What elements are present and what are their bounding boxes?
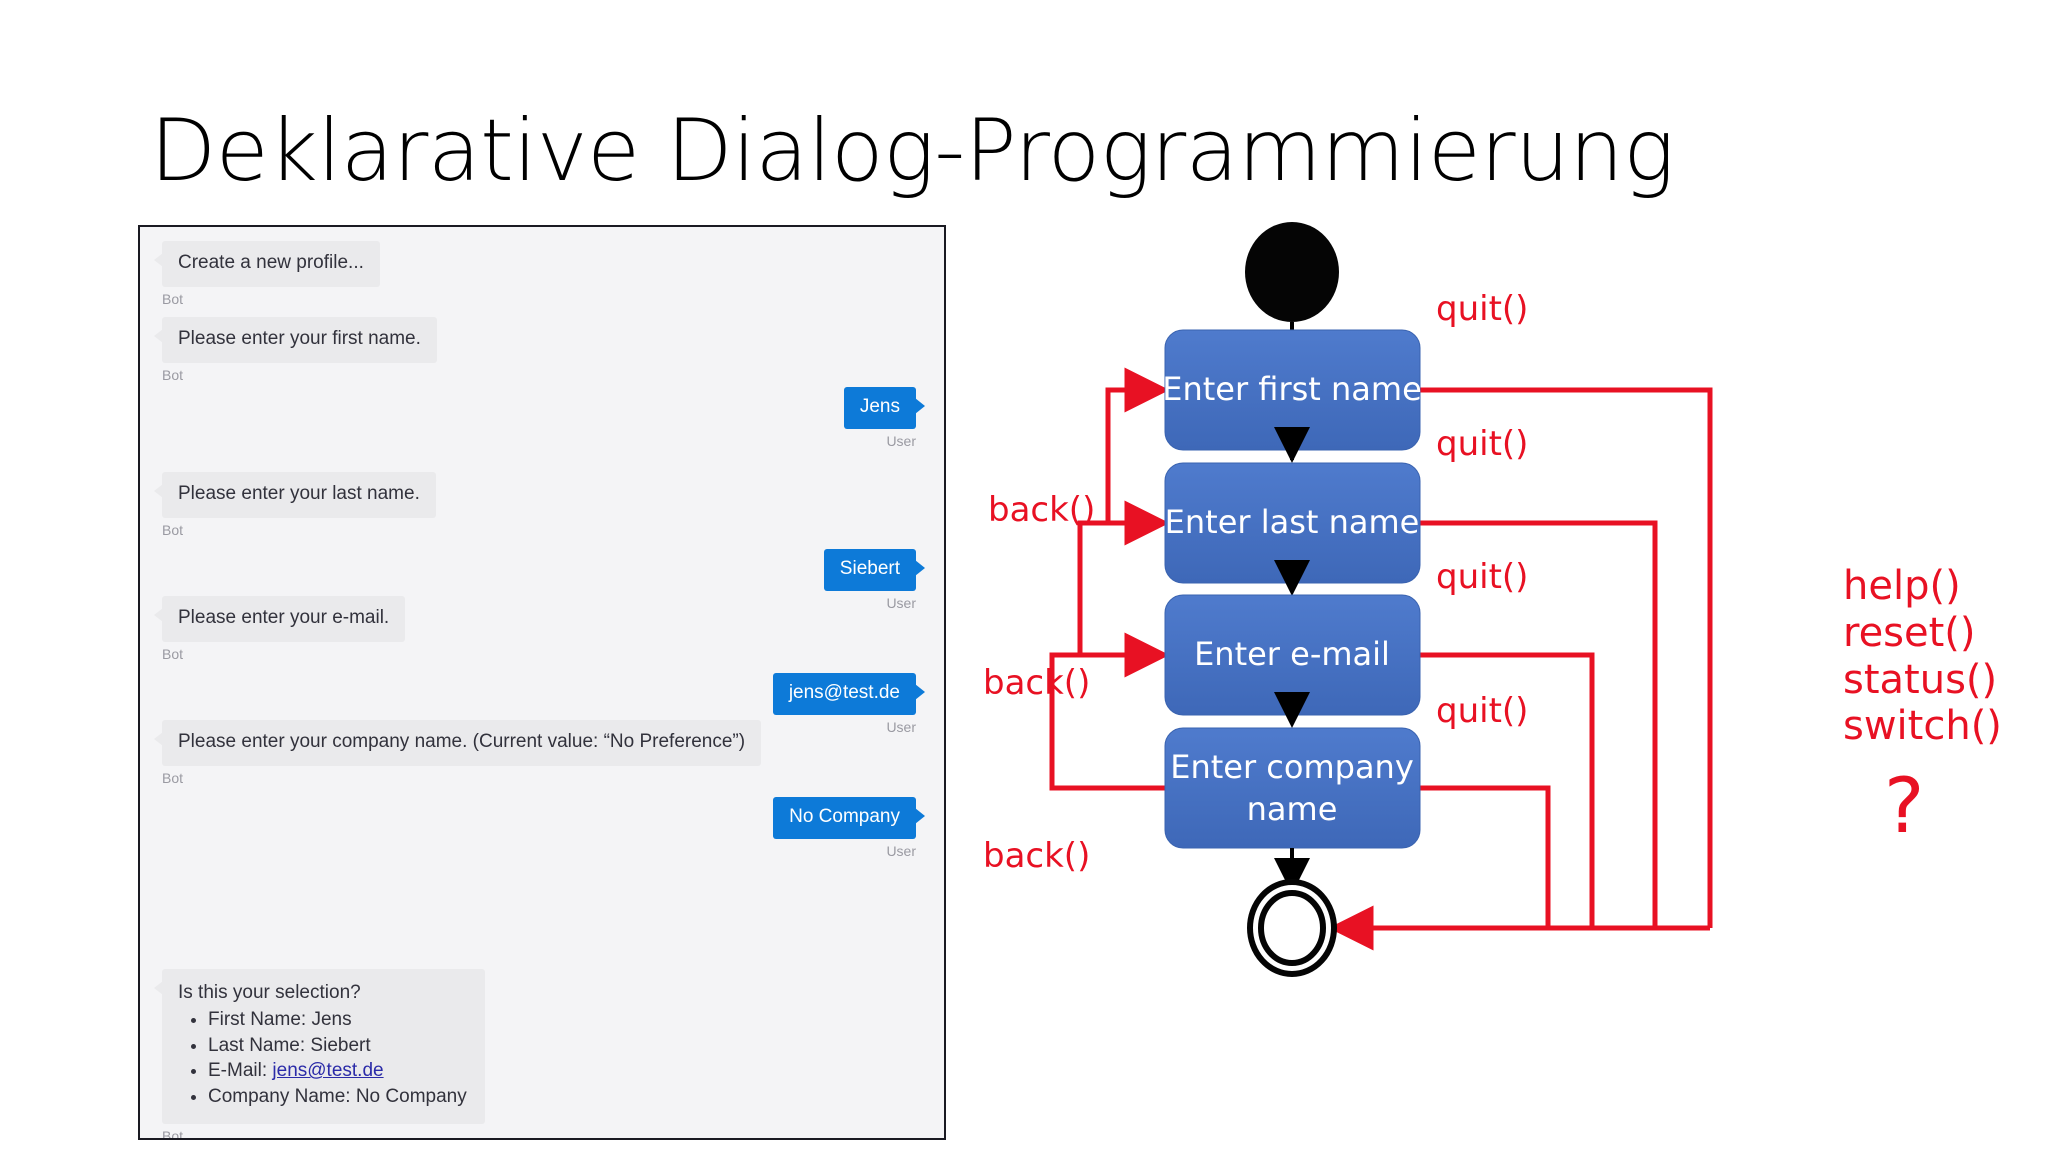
chat-message-user-2: jens@test.de User (772, 673, 926, 735)
speaker-label: User (886, 718, 916, 735)
message-bubble: jens@test.de (772, 673, 926, 715)
quit-transition-path-4 (1420, 785, 1551, 928)
command-switch: switch() (1843, 703, 2002, 750)
state-node-first-name[interactable]: Enter first name (1162, 329, 1422, 451)
message-bubble: Please enter your first name. (154, 317, 437, 363)
speaker-label: Bot (162, 290, 184, 307)
state-label-line1: Enter company (1170, 748, 1414, 786)
speaker-label: Bot (162, 1127, 184, 1140)
back-label-1-text: back() (988, 490, 1096, 530)
quit-label-2: quit() (1436, 424, 1528, 464)
state-label: Enter first name (1162, 370, 1422, 408)
message-bubble: No Company (773, 797, 925, 839)
summary-heading: Is this your selection? (178, 982, 361, 1003)
summary-bubble: Is this your selection? First Name: Jens… (154, 969, 485, 1124)
state-node-last-name[interactable]: Enter last name (1164, 462, 1421, 584)
back-label-3-text: back() (983, 836, 1091, 876)
list-item: E-Mail: jens@test.de (208, 1059, 467, 1083)
email-link[interactable]: jens@test.de (272, 1060, 384, 1082)
message-bubble: Please enter your e-mail. (153, 596, 406, 642)
back-transition-path-2 (1077, 500, 1170, 658)
command-help: help() (1843, 563, 1961, 609)
speaker-label: Bot (162, 366, 184, 383)
chat-message-bot-1: Please enter your first name. Bot (154, 317, 437, 383)
state-label: Enter e-mail (1194, 635, 1390, 673)
back-transition-path-1 (1105, 367, 1170, 526)
quit-transition-path-2 (1420, 520, 1658, 928)
list-item: Company Name: No Company (208, 1085, 467, 1109)
list-item: First Name: Jens (208, 1008, 467, 1032)
quit-transition-path-1 (1420, 387, 1713, 928)
list-item: Last Name: Siebert (208, 1034, 467, 1058)
state-node-email[interactable]: Enter e-mail (1164, 594, 1421, 716)
message-bubble: Create a new profile... (154, 241, 380, 287)
speaker-label: Bot (162, 521, 184, 538)
state-node-company[interactable]: Enter company name (1164, 727, 1421, 849)
chat-message-bot-0: Create a new profile... Bot (154, 241, 380, 307)
state-machine-diagram: Enter first name Enter last name Enter e… (980, 210, 1800, 1150)
speaker-label: Bot (162, 769, 184, 786)
summary-list: First Name: Jens Last Name: Siebert E-Ma… (178, 1008, 467, 1109)
chat-message-bot-summary: Is this your selection? First Name: Jens… (154, 969, 485, 1140)
quit-label-4: quit() (1436, 691, 1528, 731)
initial-state-node (1245, 222, 1339, 322)
chat-transcript-panel[interactable]: Create a new profile... Bot Please enter… (138, 225, 946, 1140)
quit-label-1: quit() (1436, 289, 1528, 329)
state-label-line2: name (1247, 790, 1338, 828)
chat-message-bot-4: Please enter your company name. (Current… (153, 720, 762, 786)
message-bubble: Please enter your company name. (Current… (153, 720, 762, 766)
speaker-label: User (886, 594, 916, 611)
message-bubble: Please enter your last name. (154, 472, 436, 518)
quit-transition-path-3 (1420, 652, 1595, 928)
chat-message-bot-2: Please enter your last name. Bot (154, 472, 436, 538)
speaker-label: User (886, 842, 916, 859)
chat-message-user-3: No Company User (773, 797, 925, 859)
question-mark-symbol: ? (1884, 761, 1925, 850)
chat-message-bot-3: Please enter your e-mail. Bot (153, 596, 406, 662)
final-state-node (1247, 879, 1337, 977)
chat-message-user-1: Siebert User (823, 549, 926, 611)
message-bubble: Siebert (823, 549, 926, 591)
quit-label-3: quit() (1436, 557, 1528, 597)
page-title: Deklarative Dialog-Programmierung (150, 101, 1675, 201)
speaker-label: Bot (162, 645, 184, 662)
command-status: status() (1843, 656, 1998, 703)
speaker-label: User (886, 432, 916, 449)
command-reset: reset() (1843, 609, 1976, 656)
chat-message-user-0: Jens User (843, 387, 926, 449)
state-label: Enter last name (1165, 503, 1420, 541)
back-label-2-text: back() (983, 663, 1091, 703)
global-command-list: help() reset() status() switch() (1843, 563, 2002, 750)
message-bubble: Jens (843, 387, 926, 429)
back-transition-path-3 (1049, 632, 1170, 791)
